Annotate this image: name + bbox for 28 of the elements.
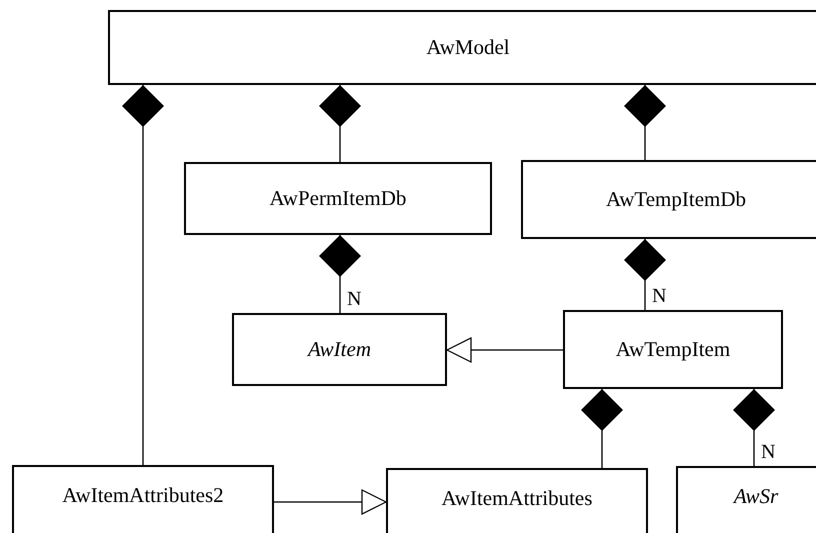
class-box [184, 162, 492, 235]
multiplicity-label: N [652, 286, 666, 306]
composition-line [624, 85, 666, 160]
class-name: AwItemAttributes2 [62, 482, 224, 510]
class-name: AwItem [308, 336, 371, 363]
class-box [676, 466, 816, 533]
composition-line [122, 85, 164, 465]
composition-line [733, 389, 775, 466]
class-name: AwTempItem [616, 336, 730, 363]
class-name: AwModel [426, 34, 510, 61]
class-name: AwItemAttributes [442, 485, 592, 512]
class-box [563, 310, 783, 389]
class-box [386, 468, 648, 533]
composition-line [581, 389, 623, 468]
class-name: AwSr [734, 483, 778, 510]
multiplicity-label: N [761, 442, 776, 462]
class-box [521, 160, 816, 239]
class-box [232, 313, 447, 386]
generalization-arrow [446, 337, 563, 363]
class-name: AwTempItemDb [606, 186, 746, 213]
generalization-arrow [274, 489, 387, 515]
composition-line [319, 235, 361, 313]
class-name: AwPermItemDb [270, 184, 406, 212]
multiplicity-label: N [347, 289, 362, 309]
composition-line [319, 85, 361, 162]
class-box [12, 465, 274, 533]
class-box [108, 10, 816, 85]
composition-line [624, 239, 666, 310]
